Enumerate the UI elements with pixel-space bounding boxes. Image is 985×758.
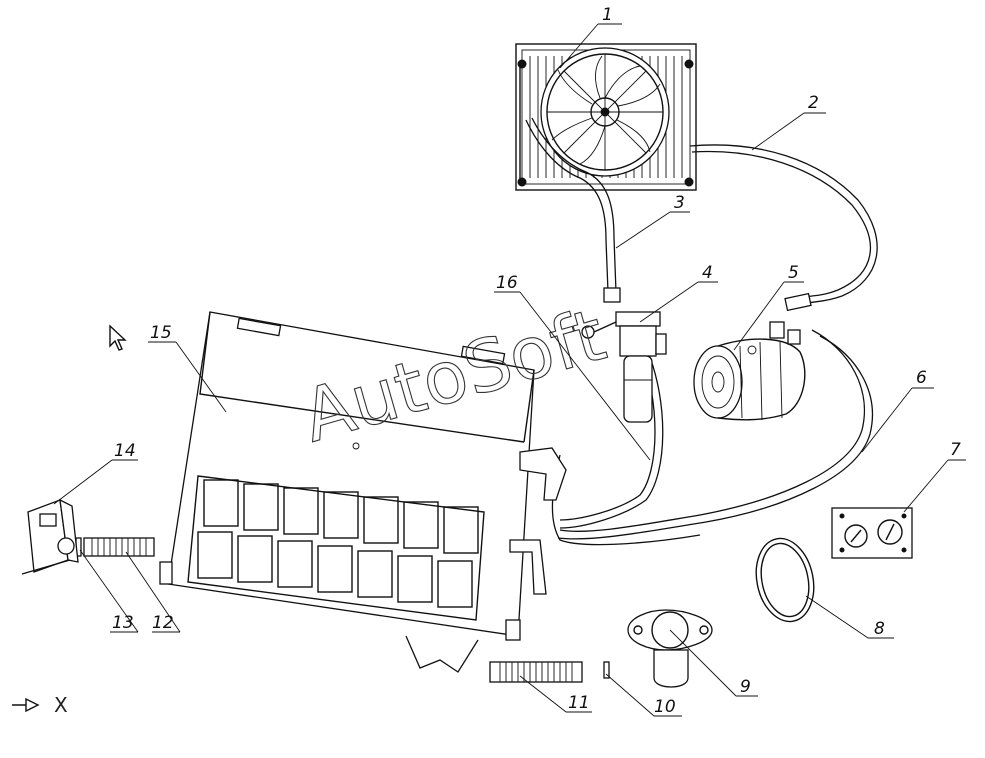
callout-4: 4	[639, 263, 718, 323]
hvac-unit	[159, 311, 567, 673]
callout-label-3: 3	[674, 193, 685, 213]
callout-15: 15	[148, 323, 227, 413]
callout-label-9: 9	[740, 677, 751, 697]
callout-2: 2	[751, 93, 826, 151]
callout-16: 16	[494, 273, 651, 461]
compressor	[693, 321, 806, 421]
callout-label-12: 12	[152, 613, 174, 633]
callout-label-4: 4	[702, 263, 713, 283]
callout-label-1: 1	[602, 5, 613, 25]
callout-10: 10	[605, 673, 682, 717]
callout-label-14: 14	[114, 441, 136, 461]
callout-label-11: 11	[568, 693, 590, 713]
callout-label-13: 13	[112, 613, 134, 633]
callout-label-2: 2	[808, 93, 819, 113]
callout-7: 7	[903, 440, 966, 513]
axis-label: X	[54, 693, 68, 717]
drive-belt	[755, 537, 815, 623]
corrugated-hose-11	[489, 661, 583, 683]
callout-13: 13	[79, 549, 139, 633]
callout-8: 8	[805, 595, 894, 639]
callout-5: 5	[733, 263, 804, 351]
heater-block-14	[21, 498, 79, 575]
callout-14: 14	[53, 441, 138, 505]
vent-grid	[187, 475, 485, 621]
callout-12: 12	[125, 551, 181, 633]
clamp-10	[603, 661, 610, 679]
callout-1: 1	[559, 5, 622, 69]
callout-3: 3	[615, 193, 690, 249]
callout-label-5: 5	[788, 263, 799, 283]
callout-11: 11	[519, 675, 592, 713]
callout-label-10: 10	[654, 697, 676, 717]
callout-label-16: 16	[496, 273, 518, 293]
control-panel	[831, 507, 913, 559]
callout-6: 6	[861, 368, 934, 453]
hose-2	[689, 144, 878, 312]
callout-label-15: 15	[150, 323, 172, 343]
axis-marker: X	[12, 693, 68, 717]
callout-label-7: 7	[950, 440, 961, 460]
callout-label-8: 8	[874, 619, 885, 639]
callout-label-6: 6	[916, 368, 927, 388]
hose-3	[525, 117, 621, 303]
flange-fitting	[627, 609, 713, 688]
callout-9: 9	[669, 629, 758, 697]
receiver-drier	[581, 311, 667, 423]
direction-arrow-icon	[12, 697, 40, 713]
cursor-arrow-icon	[109, 324, 127, 351]
corrugated-hose-12	[83, 537, 155, 557]
condenser-fan-assembly	[515, 43, 697, 191]
